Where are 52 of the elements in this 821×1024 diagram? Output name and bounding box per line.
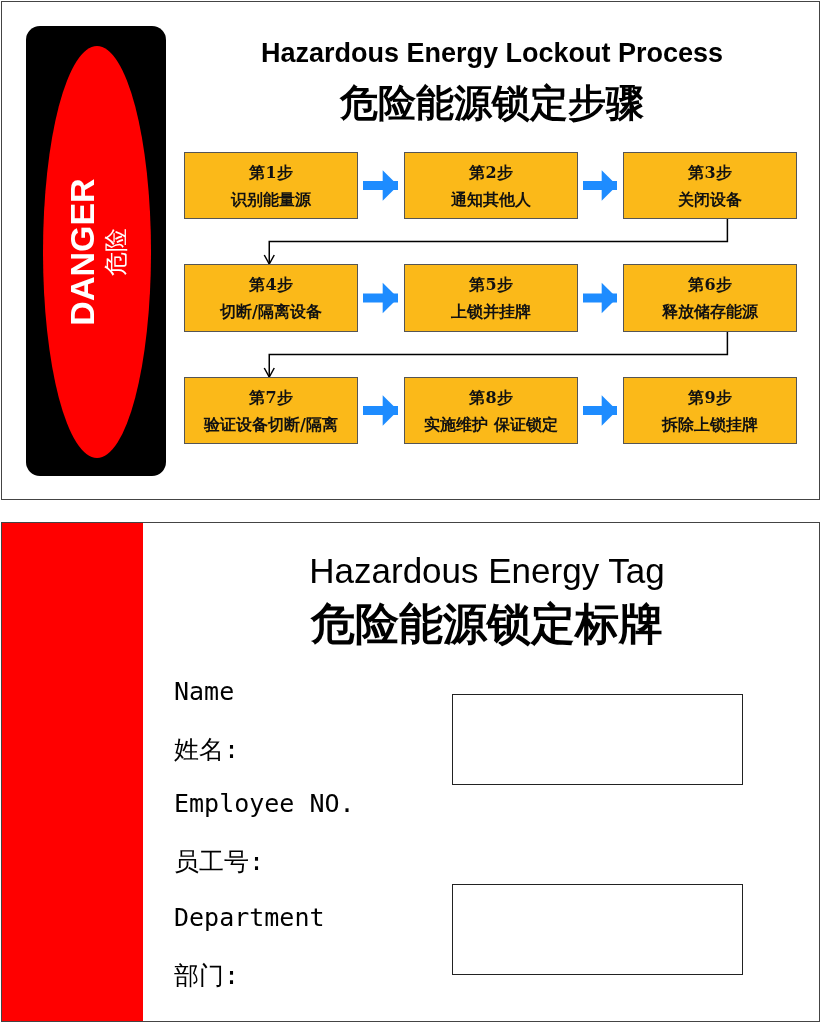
field-label: 姓名: [174, 734, 240, 766]
sign-panel [1, 1, 820, 500]
title: Hazardous Energy Lockout Process [259, 38, 725, 69]
title: Hazardous Energy Tag [308, 551, 666, 591]
step-number: 第1步 [249, 161, 293, 184]
arrow [583, 170, 617, 201]
step-box [404, 377, 578, 444]
subtitle: 危险能源锁定标牌 [309, 597, 664, 651]
field-label: Name [174, 677, 235, 706]
step-number: 第9步 [688, 386, 732, 409]
arrow [263, 331, 729, 378]
step-number: 第6步 [688, 274, 732, 296]
arrow [583, 395, 617, 426]
step-text: 释放储存能源 [662, 301, 758, 323]
step-text: 识别能量源 [231, 188, 311, 211]
danger-text: 危险 [101, 228, 131, 276]
arrow [363, 395, 398, 426]
danger-text: DANGER [63, 178, 101, 326]
arrow [363, 282, 398, 314]
sign-panel [1, 522, 820, 1022]
step-text: 通知其他人 [451, 188, 531, 211]
step-box [184, 152, 358, 219]
subtitle: 危险能源锁定步骤 [338, 79, 645, 127]
step-number: 第8步 [469, 386, 513, 409]
arrow [583, 282, 617, 314]
step-text: 实施维护 保证锁定 [424, 413, 558, 436]
step-box [623, 377, 797, 444]
step-box [404, 152, 578, 219]
field-label: 员工号: [174, 846, 265, 878]
step-box [623, 264, 797, 332]
step-box [623, 152, 797, 219]
step-box [184, 264, 358, 332]
arrow [363, 170, 398, 201]
step-number: 第7步 [249, 386, 293, 409]
step-text: 关闭设备 [678, 188, 742, 211]
step-number: 第4步 [249, 274, 293, 296]
input-field [452, 694, 743, 785]
step-text: 拆除上锁挂牌 [662, 413, 758, 436]
step-text: 上锁并挂牌 [451, 301, 531, 323]
field-label: Employee NO. [174, 789, 355, 818]
input-field [452, 884, 743, 975]
step-text: 切断/隔离设备 [220, 301, 322, 323]
step-box [404, 264, 578, 332]
step-number: 第5步 [469, 274, 513, 296]
arrow [263, 218, 729, 265]
field-label: 部门: [174, 960, 240, 992]
step-box [184, 377, 358, 444]
step-number: 第3步 [688, 161, 732, 184]
field-label: Department [174, 903, 325, 932]
step-number: 第2步 [469, 161, 513, 184]
danger-oval [43, 46, 151, 458]
step-text: 验证设备切断/隔离 [204, 413, 338, 436]
